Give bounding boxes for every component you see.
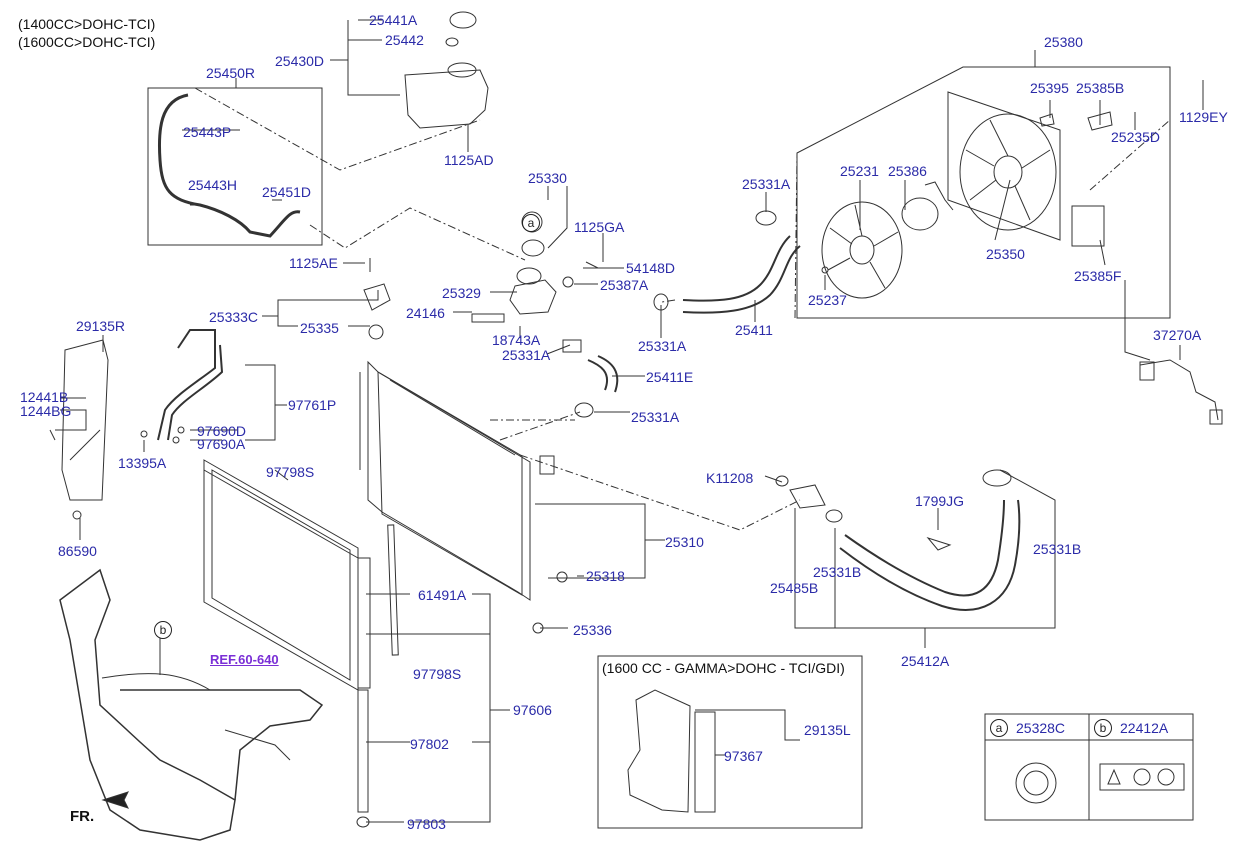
part-label-25331A-mid[interactable]: 25331A	[638, 338, 687, 354]
front-direction-label: FR.	[70, 808, 95, 825]
part-label-25386[interactable]: 25386	[888, 163, 927, 179]
part-label-1129EY[interactable]: 1129EY	[1179, 109, 1228, 125]
part-label-29135R[interactable]: 29135R	[76, 318, 126, 334]
legend-b-part[interactable]: 22412A	[1120, 720, 1169, 736]
part-label-97690D[interactable]: 97690D	[197, 423, 247, 439]
part-label-12441B[interactable]: 12441B	[20, 389, 69, 405]
part-label-37270A[interactable]: 37270A	[1153, 327, 1202, 343]
part-label-13395A[interactable]: 13395A	[118, 455, 167, 471]
part-label-25331B-left[interactable]: 25331B	[813, 564, 862, 580]
callout-a: a	[522, 214, 540, 232]
callout-b: b	[154, 621, 172, 639]
part-label-25430D[interactable]: 25430D	[275, 53, 325, 69]
part-label-25330[interactable]: 25330	[528, 170, 567, 186]
part-label-25412A[interactable]: 25412A	[901, 653, 950, 669]
part-label-61491A[interactable]: 61491A	[418, 587, 467, 603]
part-label-25231[interactable]: 25231	[840, 163, 879, 179]
engine-variant-line-2: (1600CC>DOHC-TCI)	[18, 34, 156, 50]
part-label-25485B[interactable]: 25485B	[770, 580, 819, 596]
part-label-1244BG[interactable]: 1244BG	[20, 403, 72, 419]
part-label-97690A[interactable]: 97690A	[197, 436, 246, 452]
part-label-18743A[interactable]: 18743A	[492, 332, 541, 348]
part-label-25331A-thermostat[interactable]: 25331A	[502, 347, 551, 363]
part-label-1125GA[interactable]: 1125GA	[574, 219, 625, 235]
part-label-97798S-bottom[interactable]: 97798S	[413, 666, 462, 682]
part-label-25310[interactable]: 25310	[665, 534, 704, 550]
part-label-25385B[interactable]: 25385B	[1076, 80, 1125, 96]
part-label-25411E[interactable]: 25411E	[646, 369, 694, 385]
part-label-97606[interactable]: 97606	[513, 702, 552, 718]
part-label-25385F[interactable]: 25385F	[1074, 268, 1122, 284]
part-label-97798S-top[interactable]: 97798S	[266, 464, 315, 480]
engine-variant-line-1: (1400CC>DOHC-TCI)	[18, 16, 156, 32]
part-label-97367[interactable]: 97367	[724, 748, 763, 764]
part-label-25331A-lower[interactable]: 25331A	[631, 409, 680, 425]
part-label-25443P[interactable]: 25443P	[183, 124, 232, 140]
part-label-25380[interactable]: 25380	[1044, 34, 1083, 50]
part-label-54148D[interactable]: 54148D	[626, 260, 676, 276]
part-label-25336[interactable]: 25336	[573, 622, 612, 638]
part-label-29135L[interactable]: 29135L	[804, 722, 851, 738]
part-label-25237[interactable]: 25237	[808, 292, 847, 308]
part-label-97802[interactable]: 97802	[410, 736, 449, 752]
part-label-25333C[interactable]: 25333C	[209, 309, 259, 325]
part-label-K11208[interactable]: K11208	[706, 470, 754, 486]
part-label-97803[interactable]: 97803	[407, 816, 446, 832]
part-label-25350[interactable]: 25350	[986, 246, 1025, 262]
part-label-25450R[interactable]: 25450R	[206, 65, 256, 81]
part-label-25318[interactable]: 25318	[586, 568, 625, 584]
part-label-25443H[interactable]: 25443H	[188, 177, 238, 193]
part-label-25331A-upper[interactable]: 25331A	[742, 176, 791, 192]
variant-box	[597, 655, 863, 829]
part-label-86590[interactable]: 86590	[58, 543, 97, 559]
part-label-25441A[interactable]: 25441A	[369, 12, 418, 28]
fan-group-outline	[796, 66, 1171, 319]
part-label-25335[interactable]: 25335	[300, 320, 339, 336]
part-label-97761P[interactable]: 97761P	[288, 397, 337, 413]
part-label-1125AD[interactable]: 1125AD	[444, 152, 494, 168]
part-label-25395[interactable]: 25395	[1030, 80, 1069, 96]
part-label-25331B-right[interactable]: 25331B	[1033, 541, 1082, 557]
part-label-25329[interactable]: 25329	[442, 285, 481, 301]
reference-link[interactable]: REF.60-640	[210, 652, 279, 667]
part-label-25411[interactable]: 25411	[735, 322, 773, 338]
part-label-25387A[interactable]: 25387A	[600, 277, 649, 293]
legend-a-part[interactable]: 25328C	[1016, 720, 1066, 736]
legend-a-symbol: a	[990, 719, 1008, 737]
variant-note: (1600 CC - GAMMA>DOHC - TCI/GDI)	[602, 660, 845, 676]
part-label-24146[interactable]: 24146	[406, 305, 445, 321]
part-label-25451D[interactable]: 25451D	[262, 184, 312, 200]
legend-b-symbol: b	[1094, 719, 1112, 737]
hose-group-box	[147, 87, 323, 246]
part-label-1125AE[interactable]: 1125AE	[289, 255, 338, 271]
part-label-25235D[interactable]: 25235D	[1111, 129, 1161, 145]
part-label-1799JG[interactable]: 1799JG	[915, 493, 965, 509]
part-label-25442[interactable]: 25442	[385, 32, 424, 48]
